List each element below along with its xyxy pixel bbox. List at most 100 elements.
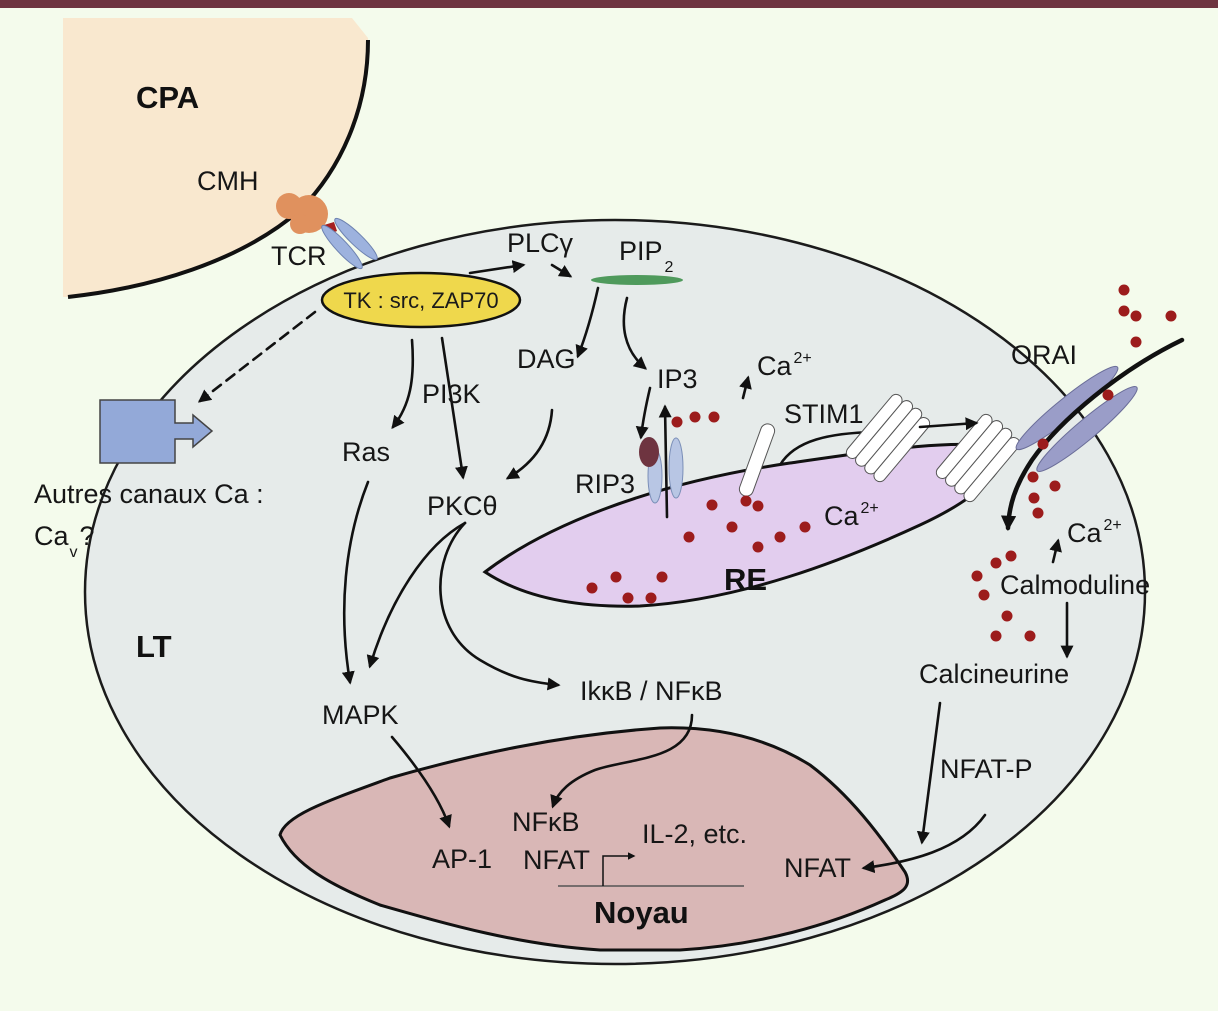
label-nfat-incoming: NFAT: [784, 853, 851, 883]
stim1-unit: [873, 417, 931, 483]
arrow-pip2-to-ip3: [622, 296, 647, 370]
header-bar: [0, 0, 1218, 8]
arrow-dag-to-pkc: [505, 408, 554, 480]
stim1-oligomer-coupled: [935, 413, 1021, 503]
label-ap1: AP-1: [432, 844, 492, 874]
label-nfat-p: NFAT-P: [940, 754, 1033, 784]
label-nfat: NFAT: [523, 845, 590, 875]
calcium-ion: [1028, 492, 1040, 504]
calcium-ion: [990, 557, 1002, 569]
arrow-ip3-to-rip3: [635, 386, 652, 440]
label-nfkb: NFκB: [512, 807, 580, 837]
mhc-complex: [276, 193, 328, 234]
calcium-ion: [706, 499, 718, 511]
arrow-pkc-to-ikb: [439, 521, 561, 691]
label-nucleus: Noyau: [594, 895, 689, 930]
arrow-nfat-p-to-nfat: [861, 813, 987, 874]
labels: CPA CMH TCR PLCγ PIP2 TK : src, ZAP70 DA…: [34, 80, 1150, 930]
calcium-ion: [1130, 336, 1142, 348]
calcium-ion: [671, 416, 683, 428]
tcr-receptor: [321, 217, 378, 270]
label-cav: Cav?: [34, 521, 95, 561]
calcium-ion: [774, 531, 786, 543]
label-rip3: RIP3: [575, 469, 635, 499]
calcium-ion: [799, 521, 811, 533]
arrow-tk-to-pkc-via-pi3k: [440, 336, 468, 480]
calcium-base: Ca: [757, 351, 792, 381]
calcium-base: Ca: [1067, 518, 1102, 548]
arrow-calcium-cytosol: [739, 375, 752, 400]
arrow-ras-to-mapk: [341, 480, 370, 685]
label-dag: DAG: [517, 344, 576, 374]
label-tk: TK : src, ZAP70: [343, 288, 498, 313]
arrow-plc-to-pip2: [550, 263, 573, 278]
calcium-charge: 2+: [1104, 517, 1122, 534]
calcium-ion: [978, 589, 990, 601]
other-calcium-channel-icon: [99, 399, 214, 464]
label-calmodulin: Calmoduline: [1000, 570, 1150, 600]
ip3-binding-site: [639, 437, 659, 467]
calcium-ion: [1024, 630, 1036, 642]
label-plc-gamma: PLCγ: [507, 228, 574, 258]
arrow-pip2-to-dag: [575, 286, 600, 359]
stim1-oligomer: [845, 393, 931, 483]
arrow-tk-to-ras: [391, 338, 415, 430]
stim1-protein: [738, 423, 776, 497]
calcium-ion: [1118, 305, 1130, 317]
arrow-pkc-to-mapk: [366, 521, 467, 669]
label-tcr: TCR: [271, 241, 327, 271]
calcium-ion: [1001, 610, 1013, 622]
arrow-mapk-to-ap1: [390, 735, 452, 829]
transcription-start-arrow: [602, 852, 636, 886]
label-er: RE: [724, 562, 767, 597]
rip3-receptor: [639, 437, 684, 504]
tyrosine-kinase-complex: [320, 271, 522, 329]
label-ip3: IP3: [657, 364, 698, 394]
calcium-ion: [586, 582, 598, 594]
tcr-chain: [334, 217, 378, 261]
calcium-charge: 2+: [794, 350, 812, 367]
calcium-ion: [645, 592, 657, 604]
cav-base: Ca: [34, 521, 69, 551]
nucleus: [278, 726, 910, 952]
calcium-ion: [752, 541, 764, 553]
arrow-calcium-release: [658, 404, 672, 519]
calcium-ion: [1118, 284, 1130, 296]
calcium-ions: [586, 284, 1177, 642]
label-mhc: CMH: [197, 166, 259, 196]
rip3-channel-right: [668, 437, 684, 499]
mhc-lobe: [290, 214, 310, 234]
label-apc: CPA: [136, 80, 199, 115]
calcium-ion: [990, 630, 1002, 642]
calcium-ion: [1049, 480, 1061, 492]
label-stim1: STIM1: [784, 399, 864, 429]
cav-subscript: v: [70, 544, 78, 561]
calcium-ion: [1102, 389, 1114, 401]
calcium-ion: [1037, 438, 1049, 450]
calcium-ion: [622, 592, 634, 604]
label-mapk: MAPK: [322, 700, 399, 730]
arrow-ikb-to-nfkb: [550, 713, 694, 809]
apc-body: [63, 18, 368, 297]
label-pkc-theta: PKCθ: [427, 491, 498, 521]
tcr-chain: [321, 224, 363, 270]
arrow-stim1-to-orai: [918, 417, 979, 431]
pip-subscript: 2: [665, 259, 674, 276]
label-pi3k: PI3K: [422, 379, 481, 409]
calcium-ion: [708, 411, 720, 423]
calcium-charge: 2+: [861, 500, 879, 517]
calcium-ion: [971, 570, 983, 582]
signaling-arrows: [197, 260, 1074, 874]
calcium-ion: [726, 521, 738, 533]
label-ikb-nfkb: IkκB / NFκB: [580, 676, 723, 706]
pip2-membrane-lipid: [591, 275, 683, 285]
calcium-ion: [656, 571, 668, 583]
arrow-tk-to-other-channels-dashed: [197, 310, 317, 403]
calcium-ion: [1027, 471, 1039, 483]
calcium-ion: [1032, 507, 1044, 519]
calcium-base: Ca: [824, 501, 859, 531]
